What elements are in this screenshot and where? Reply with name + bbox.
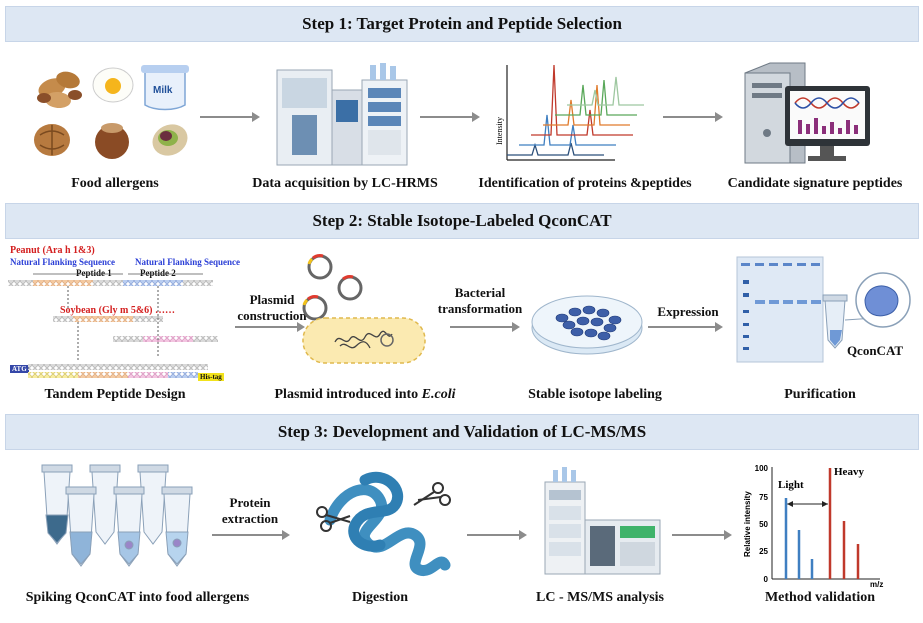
peptide1-label: Peptide 1 (76, 268, 112, 278)
arrow-1b (420, 112, 480, 122)
arrow-3c (672, 530, 732, 540)
arrow-1c (663, 112, 723, 122)
spiking-label: Spiking QconCAT into food allergens (25, 590, 250, 605)
intensity-label: Intensity (495, 117, 504, 145)
plasmid-line1: Plasmid (249, 292, 295, 307)
ytick-0: 0 (764, 575, 769, 584)
flank-left-label: Natural Flanking Sequence (10, 257, 116, 267)
plasmid-ecoli-icon (302, 254, 426, 364)
step1-banner: Step 1: Target Protein and Peptide Selec… (5, 6, 919, 42)
purification-label: Purification (784, 387, 856, 402)
petri-dish-icon (531, 295, 643, 355)
plasmid-line2: construction (237, 308, 307, 323)
plasmid-introduced-prefix: Plasmid introduced into (274, 387, 422, 402)
arrow-2a (235, 322, 305, 332)
protein-line1: Protein (229, 495, 271, 510)
qconcat-label: QconCAT (846, 343, 904, 358)
flank-right-label: Natural Flanking Sequence (135, 257, 241, 267)
plot-xlabel: m/z (870, 580, 883, 589)
ytick-75: 75 (759, 493, 768, 502)
plasmid-introduced-label: Plasmid introduced into E.coli (265, 387, 465, 403)
tandem-label: Tandem Peptide Design (44, 387, 186, 402)
lcms-label: LC - MS/MS analysis (536, 590, 664, 605)
light-label: Light (778, 479, 804, 491)
peanut-label: Peanut (Ara h 1&3) (10, 245, 95, 256)
ecoli-italic: E.coli (421, 387, 456, 402)
isotope-label: Stable isotope labeling (528, 387, 662, 402)
step3-title: Step 3: Development and Validation of LC… (277, 422, 647, 441)
protein-line2: extraction (221, 511, 279, 526)
chromatogram-stack-icon: Intensity (495, 64, 644, 161)
ytick-100: 100 (755, 464, 769, 473)
step2-banner: Step 2: Stable Isotope-Labeled QconCAT (5, 203, 919, 239)
milk-text: Milk (153, 85, 173, 96)
food-allergens-icon: Milk (34, 65, 189, 159)
ms-spectrum-plot: Relative intensity 100 75 50 25 0 m/z Li… (743, 464, 883, 589)
soybean-label: Soybean (Gly m 5&6) …… (60, 305, 175, 316)
his-tag: His-tag (198, 373, 224, 381)
peptide2-label: Peptide 2 (140, 268, 176, 278)
expression-text: Expression (657, 304, 719, 319)
sample-tubes-icon (41, 464, 193, 567)
step1-title: Step 1: Target Protein and Peptide Selec… (302, 14, 622, 33)
plot-ylabel: Relative intensity (743, 491, 752, 557)
arrow-3b (467, 530, 527, 540)
validation-label: Method validation (764, 590, 876, 605)
lc-hrms-label: Data acquisition by LC-HRMS (252, 176, 438, 191)
bacterial-line2: transformation (437, 301, 523, 316)
ytick-25: 25 (759, 547, 768, 556)
step3-banner: Step 3: Development and Validation of LC… (5, 414, 919, 450)
arrow-3a (212, 530, 290, 540)
food-allergens-label: Food allergens (71, 176, 159, 191)
lc-msms-instrument-icon (544, 467, 661, 575)
qconcat-tube-icon (822, 272, 911, 349)
heavy-label: Heavy (834, 466, 864, 478)
ytick-50: 50 (759, 520, 768, 529)
identification-label: Identification of proteins &peptides (478, 176, 692, 191)
bacterial-line1: Bacterial (454, 285, 506, 300)
candidate-peptides-label: Candidate signature peptides (727, 176, 903, 191)
computer-icon (744, 62, 870, 164)
digestion-label: Digestion (352, 590, 408, 605)
arrow-2b (450, 322, 520, 332)
lc-hrms-instrument-icon (276, 63, 408, 166)
arrow-1a (200, 112, 260, 122)
tandem-sequence-diagram (8, 273, 218, 378)
step2-title: Step 2: Stable Isotope-Labeled QconCAT (312, 211, 612, 230)
atg-tag: ATG (10, 365, 29, 373)
arrow-2c (648, 322, 723, 332)
digestion-icon (316, 471, 451, 576)
sds-gel-icon (736, 256, 824, 363)
